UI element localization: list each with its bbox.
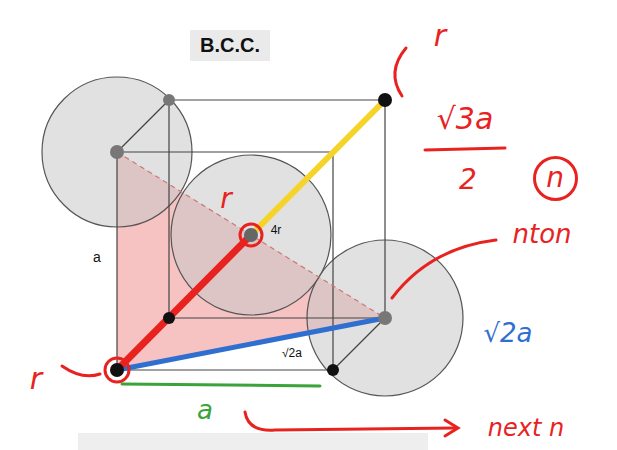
atom-dot (244, 228, 258, 242)
handwritten-note: a (197, 396, 213, 425)
yellow-half-diagonal (251, 100, 385, 235)
red-ring (105, 358, 129, 382)
red-arrow (245, 412, 456, 430)
atom-dot (163, 312, 175, 324)
title-box: B.C.C. (190, 30, 270, 61)
handwritten-note: nton (512, 220, 571, 249)
face-diagonal (117, 152, 385, 318)
fraction-bar (425, 148, 505, 150)
edge-label: a (93, 250, 101, 265)
red-half-diagonal (117, 235, 251, 370)
handwritten-note: r (434, 19, 446, 52)
handwritten-note: √2a (483, 319, 532, 348)
red-bracket (395, 48, 406, 96)
atom-dot (110, 363, 124, 377)
circled-note: n (533, 156, 578, 201)
atom-dot (110, 145, 124, 159)
red-arrowhead (445, 420, 458, 436)
red-leader (62, 366, 100, 376)
diagonal-label: 4r (271, 224, 282, 237)
handwritten-note: r (220, 184, 232, 215)
handwritten-note: r (30, 362, 42, 395)
cut-panel (78, 433, 428, 450)
handwritten-note: √3a (437, 102, 494, 135)
cube-edge (117, 100, 169, 152)
handwritten-note: 2 (459, 165, 477, 196)
node-text: n (546, 163, 564, 194)
atom-dot (378, 93, 392, 107)
handwritten-note: next n (488, 415, 564, 441)
diagonal-label: √2a (282, 347, 302, 360)
atom-dot (163, 94, 175, 106)
red-leader (392, 240, 496, 298)
red-ring (240, 224, 262, 246)
green-edge-mark (122, 384, 320, 386)
atom-dot (378, 311, 392, 325)
atom-dot (327, 364, 339, 376)
